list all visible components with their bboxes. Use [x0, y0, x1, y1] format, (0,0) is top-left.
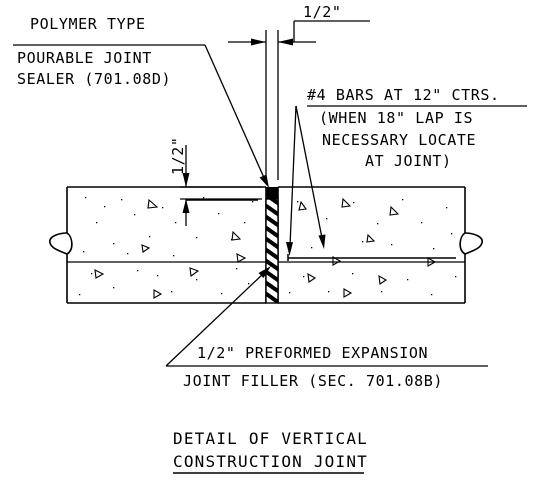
pourable-sealer [266, 187, 278, 199]
concrete-stipple [79, 197, 457, 296]
bars-label-line1: #4 BARS AT 12" CTRS. [307, 86, 500, 104]
joint-width-label: 1/2" [303, 3, 342, 21]
leaders [13, 44, 527, 367]
polymer-label-line1: POLYMER TYPE [30, 15, 146, 33]
polymer-label-line2: POURABLE JOINT [17, 49, 152, 67]
sealer-depth-label: 1/2" [169, 136, 187, 175]
detail-title-line2: CONSTRUCTION JOINT [173, 452, 368, 471]
aggregate-triangles [94, 197, 437, 299]
joint-width-dimension [228, 20, 370, 180]
expansion-joint-filler [265, 198, 279, 304]
slab-outline [49, 186, 483, 304]
sealer-depth-dimension [180, 145, 262, 226]
bars-label-line3: NECESSARY LOCATE [322, 131, 476, 149]
dowel-bars [186, 199, 456, 261]
joint [265, 187, 279, 304]
bars-label-line2: (WHEN 18" LAP IS [319, 109, 473, 127]
detail-title-line1: DETAIL OF VERTICAL [173, 429, 368, 448]
filler-label-line1: 1/2" PREFORMED EXPANSION [197, 344, 428, 362]
polymer-label-line3: SEALER (701.08D) [17, 70, 171, 88]
bars-label-line4: AT JOINT) [365, 152, 452, 170]
filler-label-line2: JOINT FILLER (SEC. 701.08B) [183, 372, 443, 390]
